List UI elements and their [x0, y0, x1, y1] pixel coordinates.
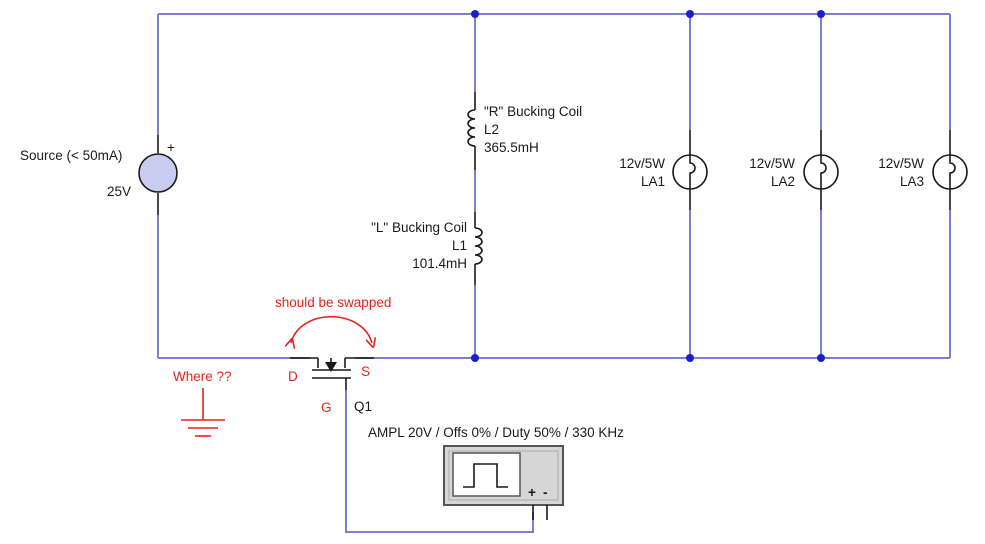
junction-dot — [817, 10, 825, 18]
lamp-la3: 12v/5W LA3 — [878, 130, 968, 210]
junction-dots — [471, 10, 825, 362]
inductor-coil-icon — [474, 227, 483, 265]
swap-arrow-icon — [291, 315, 372, 343]
junction-dot — [686, 354, 694, 362]
voltage-source-icon — [138, 153, 178, 193]
source-name-label: Source (< 50mA) — [20, 148, 122, 163]
coil-r-value: 365.5mH — [484, 140, 539, 155]
source-plus-sign: + — [167, 140, 175, 155]
mosfet-body-diode-icon — [325, 362, 337, 372]
lamp-rating: 12v/5W — [619, 156, 665, 171]
lamp-rating: 12v/5W — [749, 156, 795, 171]
ground-icon — [181, 388, 225, 437]
mosfet-source-label: S — [361, 364, 370, 379]
lamp-la2: 12v/5W LA2 — [749, 130, 839, 210]
generator-display — [452, 452, 521, 497]
mosfet-ref-label: Q1 — [354, 399, 372, 414]
junction-dot — [471, 10, 479, 18]
gate-drive-wire — [345, 390, 534, 533]
lamp-ref: LA3 — [900, 174, 924, 189]
swap-note-text: should be swapped — [275, 295, 391, 310]
generator-minus-terminal: - — [543, 485, 548, 500]
junction-dot — [471, 354, 479, 362]
lamp-la1: 12v/5W LA1 — [619, 130, 708, 210]
lamp-rating: 12v/5W — [878, 156, 924, 171]
ground-question-text: Where ?? — [173, 369, 232, 384]
coil-r-ref: L2 — [484, 122, 499, 137]
mosfet-drain-label: D — [288, 369, 298, 384]
coil-l-ref: L1 — [452, 238, 467, 253]
lamp-ref: LA2 — [771, 174, 795, 189]
voltage-source: + Source (< 50mA) 25V — [20, 135, 178, 215]
inductor-l1: "L" Bucking Coil L1 101.4mH — [371, 212, 483, 285]
lamp-ref: LA1 — [641, 174, 665, 189]
coil-r-name: "R" Bucking Coil — [484, 104, 582, 119]
generator-plus-terminal: + — [528, 485, 536, 500]
swap-annotation: should be swapped — [275, 295, 391, 343]
junction-dot — [686, 10, 694, 18]
ground-annotation: Where ?? — [173, 369, 232, 437]
inductor-coil-icon — [467, 109, 476, 147]
function-generator: AMPL 20V / Offs 0% / Duty 50% / 330 KHz … — [368, 425, 624, 520]
inductor-l2: "R" Bucking Coil L2 365.5mH — [467, 92, 582, 170]
generator-settings-label: AMPL 20V / Offs 0% / Duty 50% / 330 KHz — [368, 425, 624, 440]
source-voltage-label: 25V — [107, 184, 131, 199]
coil-l-value: 101.4mH — [412, 256, 467, 271]
mosfet-gate-label: G — [321, 400, 332, 415]
mosfet-q1: D S G Q1 — [288, 357, 374, 415]
square-wave-icon — [463, 463, 508, 488]
coil-l-name: "L" Bucking Coil — [371, 220, 467, 235]
junction-dot — [817, 354, 825, 362]
